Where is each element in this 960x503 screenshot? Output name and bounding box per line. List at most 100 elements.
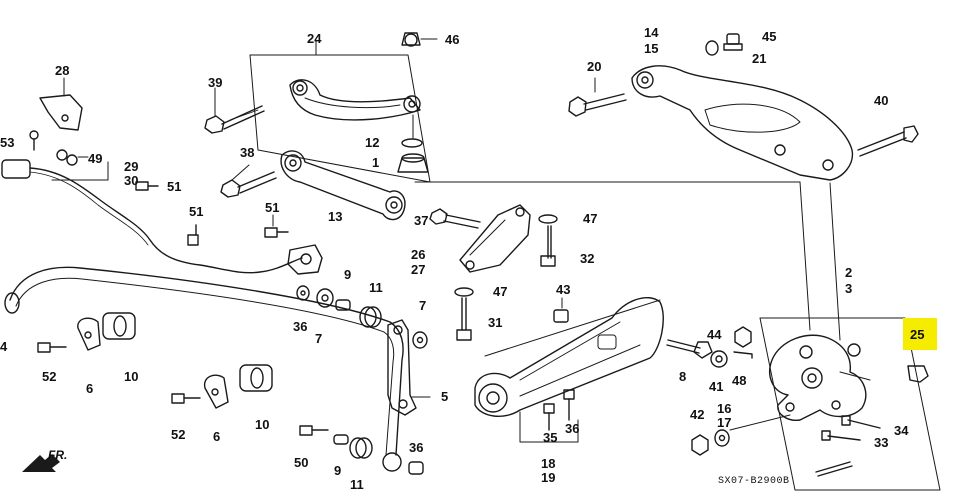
ball-joint-1 [397,153,429,173]
callout-34: 34 [894,423,909,438]
callout-44: 44 [707,327,722,342]
sleeve-9a [335,299,351,311]
bolt-50 [299,425,329,436]
nut-42 [691,434,709,456]
callout-51b: 51 [189,204,204,219]
nut-46 [401,32,421,47]
sleeve-9b [333,434,349,445]
callout-36c: 36 [565,421,580,436]
drawing-code: SX07-B2900B [718,476,790,487]
bolt-37 [429,208,481,229]
callout-46: 46 [445,32,460,47]
bolt-51b [187,224,199,246]
washer-47b [454,287,474,297]
callout-21: 21 [752,51,767,66]
nut-43 [553,309,569,323]
nut-45 [723,33,743,51]
bolt-32 [540,225,556,267]
trailing-arm [474,297,664,417]
bushing-10b [239,364,273,392]
lower-control-arm-14-15 [631,65,854,181]
callout-17: 17 [717,415,732,430]
callout-10a: 10 [124,369,139,384]
callout-14: 14 [644,25,659,40]
callout-43: 43 [556,282,571,297]
callout-31: 31 [488,315,503,330]
callout-7a: 7 [315,331,323,346]
callout-28: 28 [55,63,70,78]
bolt-34 [841,415,881,429]
callout-13: 13 [328,209,343,224]
bolt-35 [543,403,555,431]
link-13 [280,150,406,221]
bushing-11b [349,437,373,459]
bolt-8 [666,339,713,359]
callout-8: 8 [679,369,687,384]
callout-53: 53 [0,135,15,150]
callout-29: 29 [124,159,139,174]
callout-11a: 11 [369,280,383,295]
front-direction-label: FR. [48,448,68,462]
callout-41: 41 [709,379,724,394]
callout-48: 48 [732,373,747,388]
callout-11b: 11 [350,477,364,492]
callout-20: 20 [587,59,602,74]
upper-arm-group-box [249,54,431,183]
callout-45: 45 [762,29,777,44]
pin-48 [733,351,753,359]
nut-41 [710,350,728,368]
upper-arm-part [289,79,421,121]
washer-47a [538,214,558,224]
callout-36b: 36 [409,440,424,455]
callout-9a: 9 [344,267,352,282]
washer-7a [316,288,334,308]
callout-1: 1 [372,155,380,170]
callout-33: 33 [874,435,889,450]
link-5 [387,319,417,416]
bolt-33 [821,430,861,441]
callout-35: 35 [543,430,558,445]
callout-51c: 51 [265,200,280,215]
callout-51a: 51 [167,179,182,194]
nut-44 [734,326,752,348]
callout-39: 39 [208,75,223,90]
clip-49 [56,149,78,166]
bushing-10a [102,312,136,340]
callout-3: 3 [845,281,853,296]
bushing-36b [408,461,424,475]
callout-26: 26 [411,247,426,262]
callout-2: 2 [845,265,853,280]
callout-7b: 7 [419,298,427,313]
bolt-lower [815,461,853,477]
knuckle-group-box [759,317,941,491]
bracket-26-27 [459,204,531,273]
bracket-6b [203,374,229,409]
bolt-51a [135,181,159,191]
callout-16: 16 [717,401,732,416]
callout-6a: 6 [86,381,94,396]
callout-10b: 10 [255,417,270,432]
callout-36a: 36 [293,319,308,334]
callout-4: 4 [0,339,8,354]
ring-12 [401,138,423,148]
bolt-40 [857,125,919,157]
knuckle-2-3 [769,334,871,421]
callout-52b: 52 [171,427,186,442]
cap-25 [907,365,929,383]
callout-19: 19 [541,470,556,485]
callout-27: 27 [411,262,426,277]
callout-40: 40 [874,93,889,108]
callout-6b: 6 [213,429,221,444]
callout-25: 25 [910,327,925,342]
callout-18: 18 [541,456,556,471]
bolt-20 [568,93,627,117]
washer-7b [412,331,428,349]
bolt-38 [220,171,277,198]
callout-47b: 47 [493,284,508,299]
callout-37: 37 [414,213,429,228]
callout-52a: 52 [42,369,57,384]
callout-42: 42 [690,407,705,422]
bolt-39 [204,105,265,134]
callout-49: 49 [88,151,103,166]
